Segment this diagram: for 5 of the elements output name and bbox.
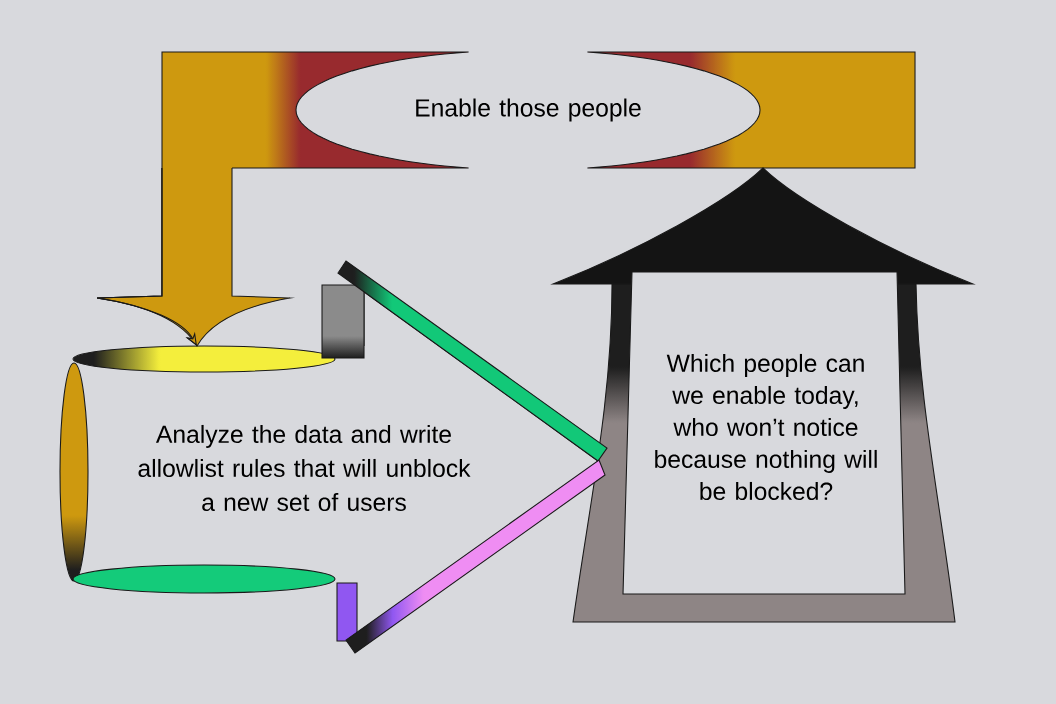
ellipse-frame: Analyze the data and write allowlist rules that will unblock a new set of users bbox=[59, 345, 471, 594]
node-label: Analyze the data and write allowlist rules that will unblock a new set of users bbox=[138, 424, 471, 512]
ribbon-banner: Enable those people bbox=[161, 51, 916, 169]
house: Which people can we enable today, who won’t notice because nothing will be blocked? bbox=[552, 167, 974, 623]
chevron-bars bbox=[321, 260, 608, 654]
